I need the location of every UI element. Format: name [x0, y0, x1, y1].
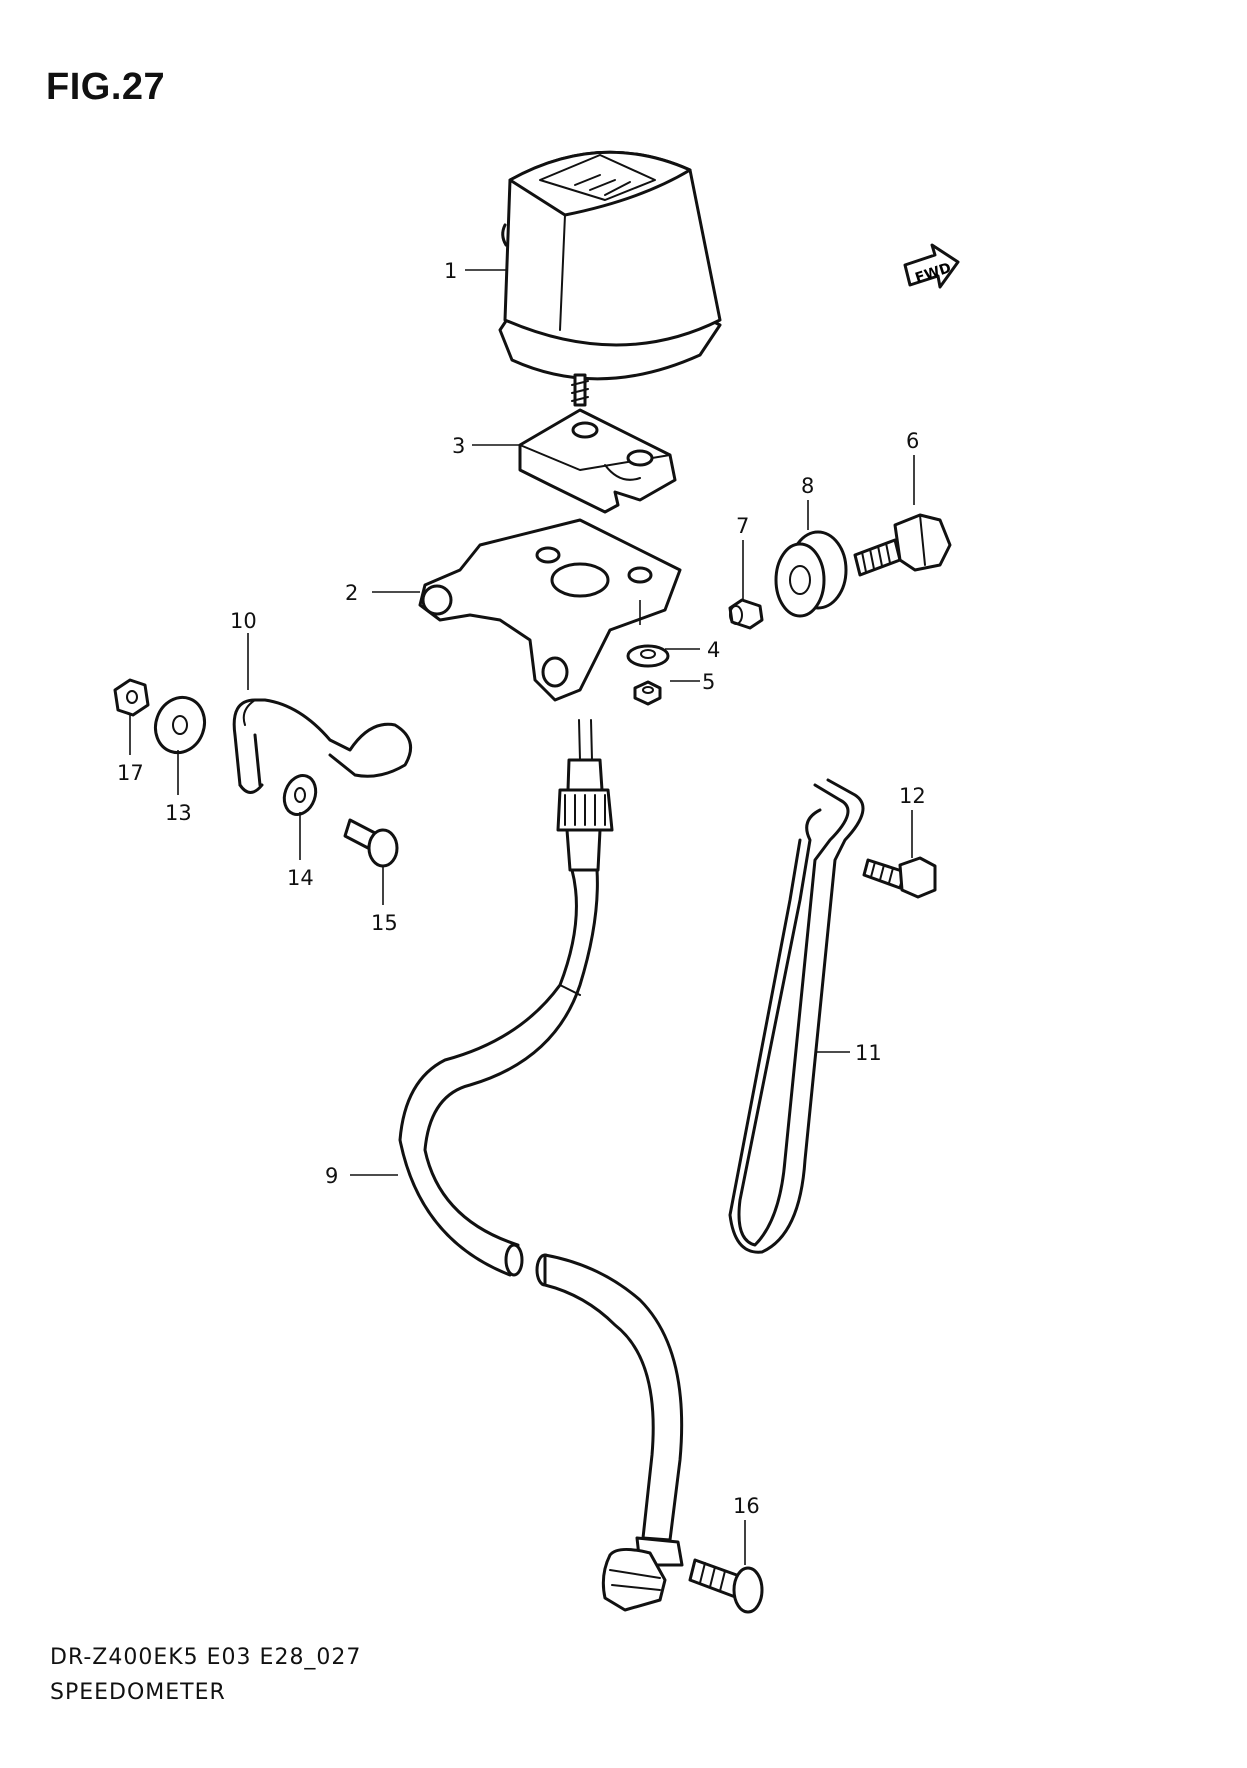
part-3-holder [518, 408, 677, 514]
callout-5: 5 [702, 670, 715, 694]
part-17-nut [113, 678, 150, 717]
part-11-strap [728, 778, 865, 1254]
callout-8: 8 [801, 474, 814, 498]
part-14-washer [282, 774, 318, 816]
callout-12: 12 [899, 784, 926, 808]
part-13-washer [153, 695, 207, 755]
part-16-screw [688, 1558, 764, 1614]
part-15-screw [343, 818, 399, 868]
part-6-bolt [853, 513, 952, 577]
callout-16: 16 [733, 1494, 760, 1518]
leader-lines [129, 269, 915, 1565]
callout-1: 1 [444, 259, 457, 283]
callout-14: 14 [287, 866, 314, 890]
callout-3: 3 [452, 434, 465, 458]
callout-9: 9 [325, 1164, 338, 1188]
callout-7: 7 [736, 514, 749, 538]
callout-13: 13 [165, 801, 192, 825]
callout-4: 4 [707, 638, 720, 662]
part-1-speedometer-body [498, 150, 722, 407]
part-7-collar [728, 598, 764, 630]
figure-title: FIG.27 [46, 66, 166, 108]
callout-labels: 1 2 3 4 5 6 7 8 9 10 11 12 13 14 15 16 1… [117, 259, 926, 1518]
fwd-direction-badge: FWD [903, 243, 960, 289]
part-4-washer [626, 644, 670, 668]
part-12-bolt [862, 856, 937, 899]
model-code: DR-Z400EK5 E03 E28_027 [50, 1645, 362, 1670]
part-8-grommet [774, 530, 848, 618]
callout-2: 2 [345, 581, 358, 605]
part-5-nut [633, 680, 662, 706]
part-10-clamp [232, 698, 413, 794]
callout-6: 6 [906, 429, 919, 453]
callout-10: 10 [230, 609, 257, 633]
callout-11: 11 [855, 1041, 882, 1065]
callout-17: 17 [117, 761, 144, 785]
callout-15: 15 [371, 911, 398, 935]
part-9-speedometer-cable [398, 719, 684, 1612]
part-2-bracket [418, 518, 682, 702]
figure-name: SPEEDOMETER [50, 1680, 226, 1705]
